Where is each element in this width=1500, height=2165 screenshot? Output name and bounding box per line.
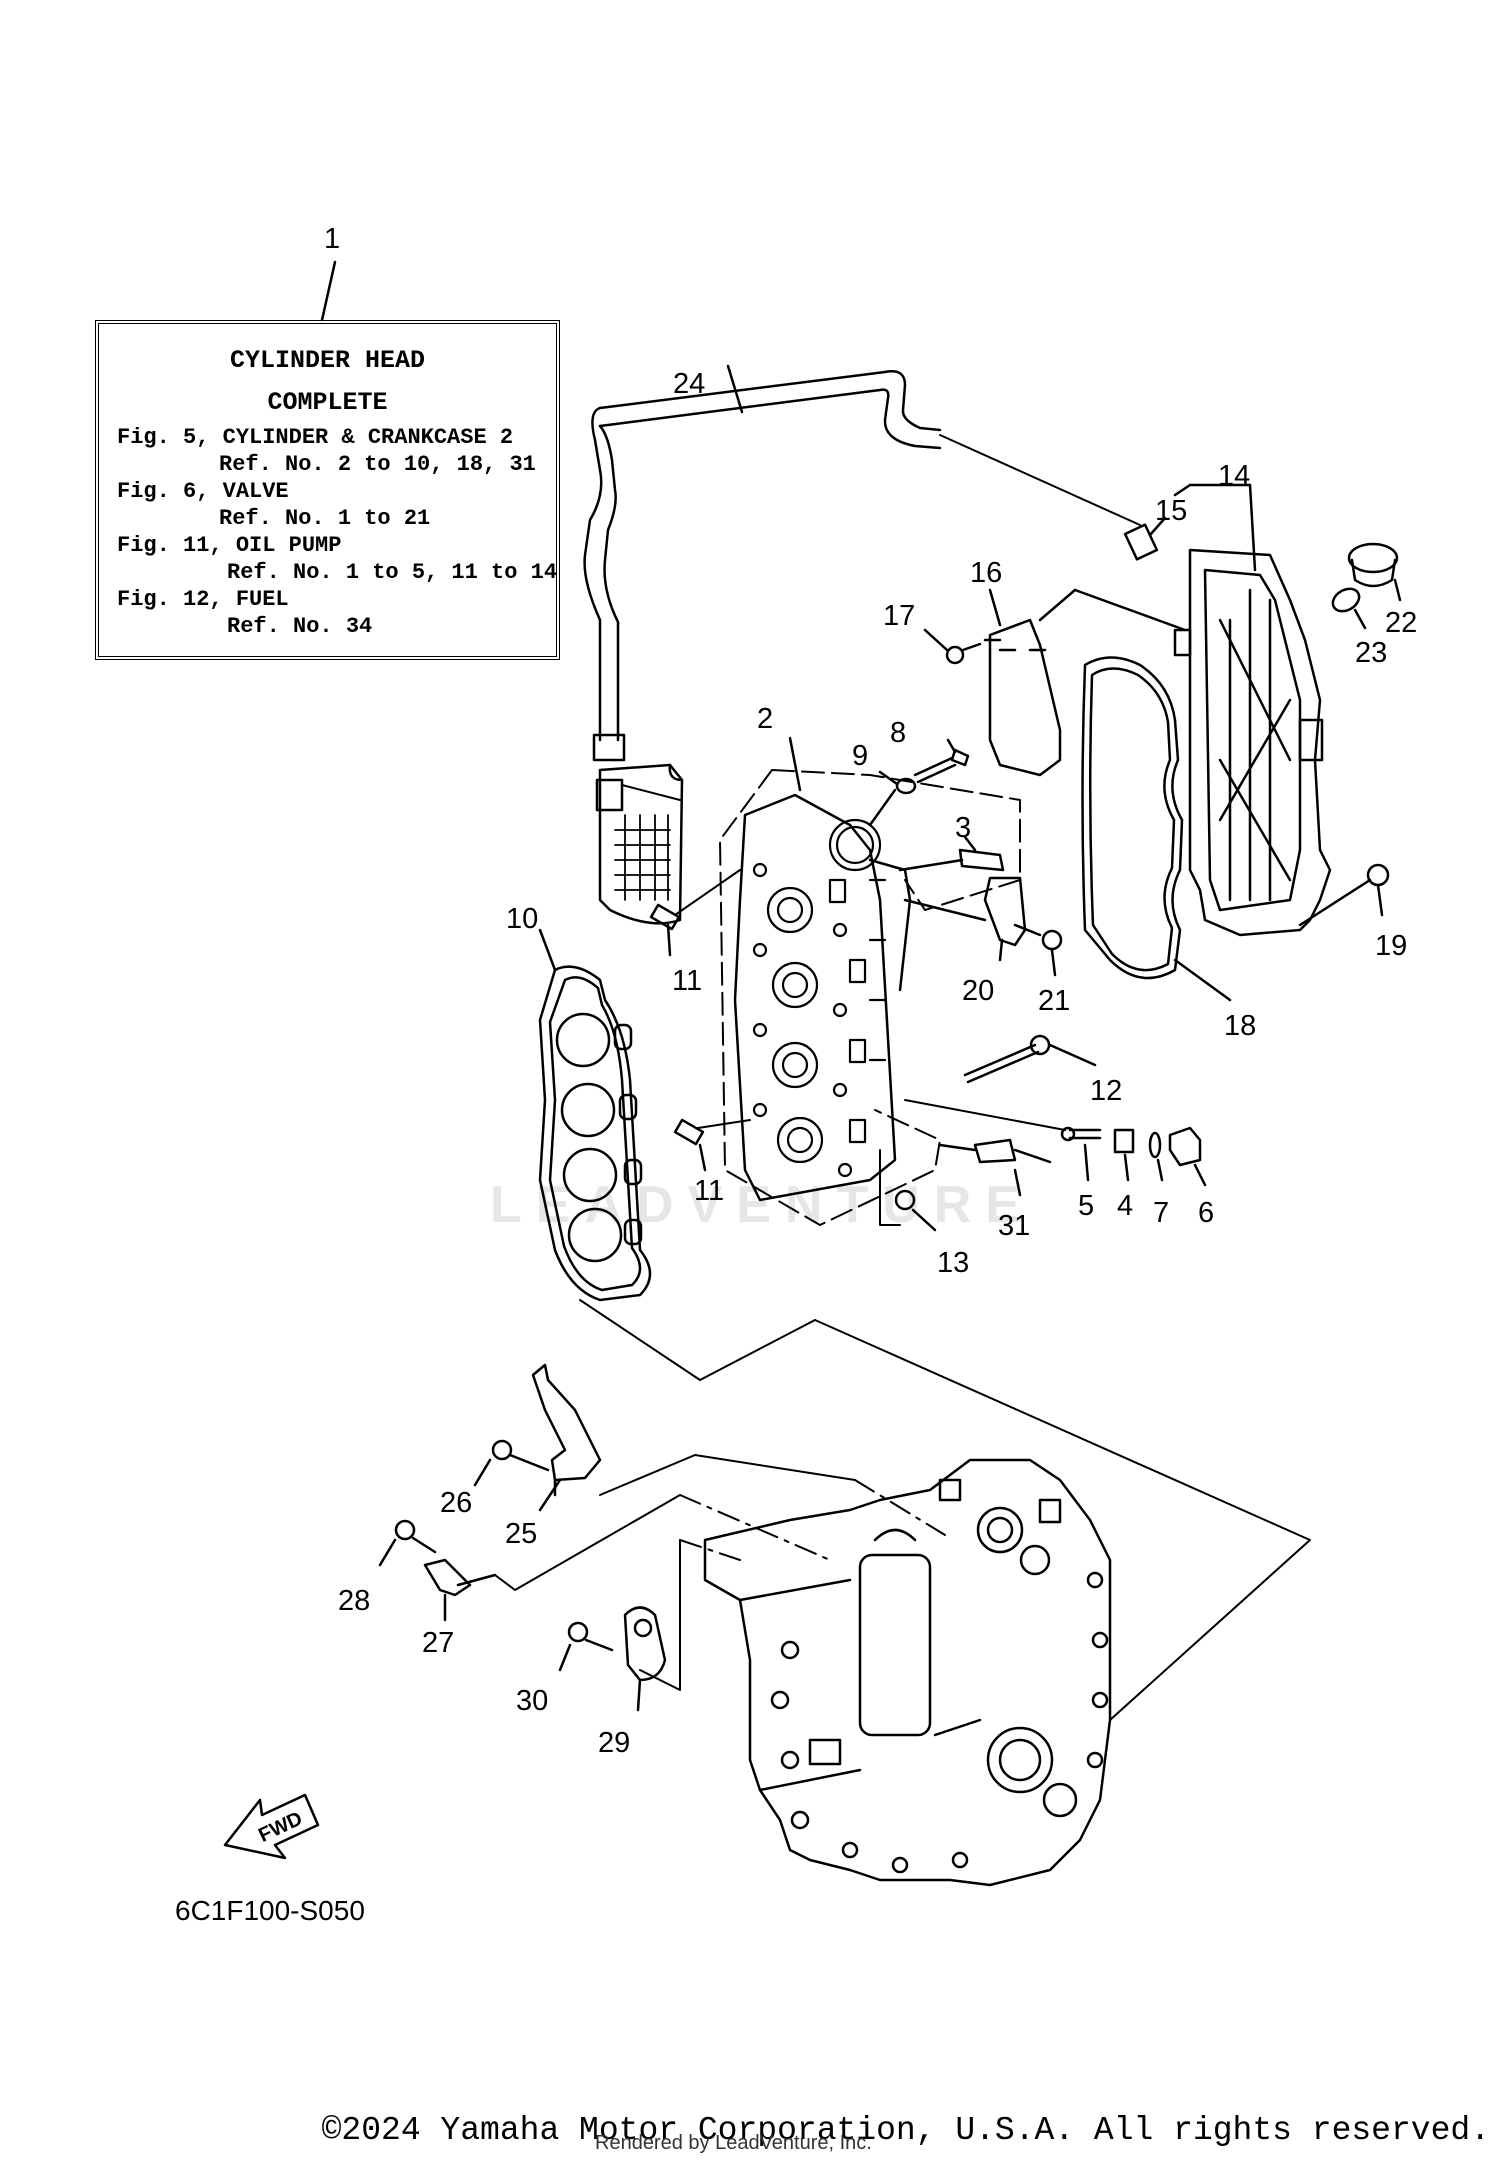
part-label-21: 21	[1038, 985, 1070, 1017]
washer-9	[878, 770, 917, 795]
reference-line: Fig. 6, VALVE	[117, 479, 289, 504]
part-label-13: 13	[937, 1247, 969, 1279]
part-label-25: 25	[505, 1518, 537, 1550]
reference-line: Ref. No. 1 to 21	[219, 506, 431, 531]
rendered-by-notice: Rendered by LeadVenture, Inc.	[595, 2132, 872, 2154]
dowel-pin-11-lower	[673, 1118, 751, 1172]
copyright-notice: ©2024 Yamaha Motor Corporation, U.S.A. A…	[321, 2112, 1490, 2149]
leader-10	[538, 928, 557, 972]
part-label-28: 28	[338, 1585, 370, 1617]
pin-3	[898, 835, 1005, 872]
part-label-5: 5	[1078, 1190, 1094, 1222]
reference-line: Fig. 11, OIL PUMP	[117, 533, 342, 558]
part-label-24: 24	[673, 368, 705, 400]
clip-27	[423, 1558, 497, 1622]
reference-title-line2: COMPLETE	[267, 388, 388, 417]
leader-24	[939, 434, 1141, 526]
part-label-27: 27	[422, 1627, 454, 1659]
part-label-15: 15	[1155, 495, 1187, 527]
plate-29-dashed-leader	[639, 1539, 741, 1691]
o-ring-23	[1331, 587, 1367, 630]
dowel-pin-11-upper	[649, 869, 741, 957]
part-label-9: 9	[852, 740, 868, 772]
reference-line: Ref. No. 1 to 5, 11 to 14	[227, 560, 558, 585]
part-label-31: 31	[998, 1210, 1030, 1242]
part-label-30: 30	[516, 1685, 548, 1717]
part-label-19: 19	[1375, 930, 1407, 962]
clip-27-dashed-leader	[494, 1494, 831, 1591]
part-label-17: 17	[883, 600, 915, 632]
part-label-18: 18	[1224, 1010, 1256, 1042]
part-label-7: 7	[1153, 1197, 1169, 1229]
part-label-3: 3	[955, 812, 971, 844]
reference-box: CYLINDER HEAD COMPLETE Fig. 5, CYLINDER …	[95, 320, 560, 660]
watermark: LEADVENTURE	[490, 1176, 1035, 1234]
leader-16	[1038, 588, 1077, 622]
part-label-4: 4	[1117, 1190, 1133, 1222]
part-label-14: 14	[1218, 460, 1250, 492]
part-number-labels: 1 2 3 4 5 6 7 8 9 10 11 11 12 13 14 15 1…	[255, 223, 1417, 1847]
part-label-29: 29	[598, 1727, 630, 1759]
part-label-2: 2	[757, 703, 773, 735]
reference-line: Fig. 5, CYLINDER & CRANKCASE 2	[117, 425, 514, 450]
leader-13	[879, 1149, 901, 1226]
part-label-6: 6	[1198, 1197, 1214, 1229]
fwd-arrow-icon	[223, 1793, 320, 1860]
bolt-17	[923, 628, 982, 665]
crankcase-block	[703, 1458, 1311, 1887]
leader-1	[320, 260, 337, 322]
reference-title-line1: CYLINDER HEAD	[229, 346, 426, 375]
bolt-5	[904, 1099, 1102, 1182]
part-label-12: 12	[1090, 1075, 1122, 1107]
plate-20	[903, 876, 1027, 962]
part-label-1: 1	[324, 223, 340, 255]
bolt-19	[1298, 863, 1390, 927]
part-label-11-lower: 11	[694, 1175, 724, 1207]
part-label-10: 10	[506, 903, 538, 935]
head-cover-14	[1173, 548, 1332, 937]
spacer-4	[1113, 1128, 1135, 1182]
bolt-26	[473, 1439, 550, 1487]
part-label-8: 8	[890, 717, 906, 749]
leader-2	[788, 736, 802, 792]
cylinder-head-2	[733, 793, 912, 1202]
fitting-15	[1123, 516, 1167, 561]
reference-line: Ref. No. 2 to 10, 18, 31	[219, 452, 536, 477]
reference-line: Ref. No. 34	[227, 614, 373, 639]
bolt-30	[558, 1621, 614, 1672]
bracket-25	[531, 1363, 602, 1512]
bracket-25-dashed-leader	[599, 1454, 946, 1536]
part-label-26: 26	[440, 1487, 472, 1519]
plate-29	[623, 1606, 667, 1712]
bolt-13	[894, 1189, 937, 1232]
cover-plate-16	[983, 588, 1062, 777]
plug-6	[1168, 1126, 1207, 1187]
long-bolt-12	[963, 1034, 1097, 1084]
part-label-20: 20	[962, 975, 994, 1007]
o-ring-7	[1148, 1131, 1164, 1182]
bolt-8	[913, 738, 970, 784]
part-label-11-upper: 11	[672, 965, 702, 997]
diagram-code: 6C1F100-S050	[175, 1895, 365, 1926]
leader-18	[1173, 958, 1232, 1002]
head-gasket-10	[538, 965, 652, 1302]
separator-filter	[595, 763, 684, 925]
part-label-16: 16	[970, 557, 1002, 589]
cover-gasket-18	[1081, 656, 1184, 980]
breather-hose-24	[583, 364, 942, 762]
part-label-23: 23	[1355, 637, 1387, 669]
temperature-sensor-31	[938, 1138, 1052, 1197]
bolt-21	[1013, 923, 1063, 977]
oil-filler-cap-22	[1347, 542, 1402, 602]
bolt-28	[378, 1519, 437, 1567]
reference-line: Fig. 12, FUEL	[117, 587, 289, 612]
part-label-22: 22	[1385, 607, 1417, 639]
